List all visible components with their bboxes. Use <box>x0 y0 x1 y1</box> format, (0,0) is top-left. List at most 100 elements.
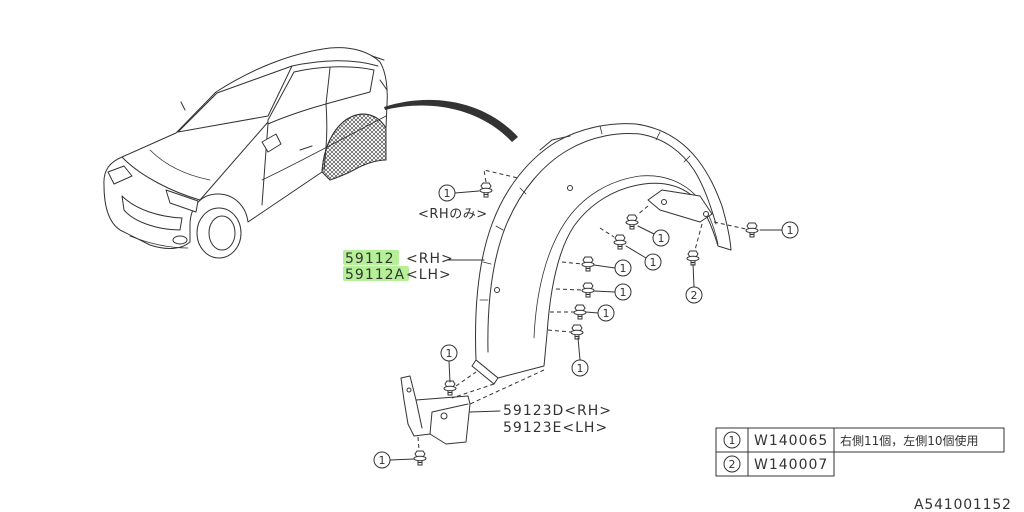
install-line <box>561 261 583 265</box>
legend-part-number: W140065 <box>754 433 828 449</box>
fastener-legend-table: 1 W140065 右側11個，左側10個使用 2 W140007 <box>715 427 1005 477</box>
bracket-bend-lines <box>415 399 469 435</box>
install-line <box>636 205 649 216</box>
bolt-icon <box>413 450 427 466</box>
side-mirror <box>261 133 282 153</box>
callout-circle <box>614 283 632 301</box>
callout-circle <box>373 451 391 469</box>
leader-line <box>454 190 480 194</box>
rh-only-note: <RHのみ> <box>418 207 488 222</box>
hood-front-edge <box>121 156 201 201</box>
wiper <box>180 101 186 111</box>
install-line <box>713 221 747 230</box>
callout-circle <box>652 229 670 247</box>
leader-line <box>625 245 647 259</box>
callout-circle <box>614 259 632 277</box>
fender-liner-outline <box>475 123 732 379</box>
front-grille <box>121 195 183 231</box>
side-character-line <box>261 115 387 181</box>
legend-callout-circle <box>723 431 741 449</box>
callout-number: 1 <box>603 307 610 320</box>
legend-ref: 1 <box>729 434 736 447</box>
taillight <box>379 79 388 91</box>
bolt-icon <box>581 282 595 298</box>
bracket-hole <box>406 387 412 393</box>
rear-door-edge <box>323 103 328 171</box>
leader-line <box>637 225 655 235</box>
callout-circle <box>685 286 703 304</box>
legend-part-number: W140007 <box>754 457 828 473</box>
callout-number: 1 <box>658 232 665 245</box>
callout-circle <box>781 221 799 239</box>
rear-spoiler <box>371 55 385 61</box>
callout-circle <box>438 184 456 202</box>
leader-line <box>593 264 616 269</box>
liner-rh-side: <RH> <box>406 251 454 267</box>
callout-1: 1 <box>614 259 632 277</box>
callout-1: 1 <box>373 451 391 469</box>
rear-wheel-well-highlight <box>321 113 387 181</box>
callout-number: 2 <box>691 289 698 302</box>
callout-circle <box>571 359 589 377</box>
installation-dashed-lines <box>417 169 747 451</box>
liner-lh-part-number: 59112A <box>345 267 405 283</box>
callout-number: 1 <box>650 256 657 269</box>
part-number-highlight <box>343 266 409 281</box>
fog-light <box>172 235 188 245</box>
callout-1: 1 <box>614 283 632 301</box>
bolt-icon <box>581 256 595 272</box>
callout-number: 1 <box>379 454 386 467</box>
bracket-outline <box>400 375 471 445</box>
fender-liner <box>471 123 732 385</box>
callout-leader-lines <box>389 190 783 461</box>
install-line <box>694 223 703 251</box>
bolt-icon <box>479 182 493 198</box>
mud-guard-bracket <box>400 375 471 445</box>
leader-line <box>692 263 695 288</box>
legend-column-dividers <box>747 427 835 477</box>
front-wheel-rim <box>208 215 236 251</box>
callout-1: 1 <box>781 221 799 239</box>
diagram-id: A541001152 <box>914 497 1012 512</box>
install-line <box>451 383 495 399</box>
leader-line <box>577 337 581 361</box>
callout-1: 1 <box>571 359 589 377</box>
callout-2: 2 <box>685 286 703 304</box>
bolt-icon <box>686 250 700 266</box>
liner-mounting-hole <box>661 199 667 205</box>
legend-callout-circle <box>723 455 741 473</box>
leader-line <box>389 458 415 461</box>
liner-lh-side: <LH> <box>406 267 452 283</box>
liner-mounting-hole <box>567 185 573 191</box>
install-line <box>483 169 519 183</box>
callout-1: 1 <box>644 253 662 271</box>
bolt-icon <box>443 380 457 396</box>
legend-row-2 <box>715 451 835 477</box>
hood-crease <box>149 149 211 181</box>
install-line <box>455 371 477 387</box>
callout-number: 1 <box>444 187 451 200</box>
bolt-icon <box>745 222 759 238</box>
legend-ref: 2 <box>729 458 736 471</box>
callout-1: 1 <box>597 304 615 322</box>
callout-number: 1 <box>620 262 627 275</box>
vehicle-illustration <box>103 47 388 259</box>
callout-number: 1 <box>787 224 794 237</box>
install-line <box>555 288 583 291</box>
callout-number: 1 <box>620 286 627 299</box>
install-line <box>547 329 572 333</box>
bolt-icon <box>625 214 639 230</box>
install-line <box>599 227 615 238</box>
callout-circle <box>440 344 458 362</box>
legend-usage-note: 右側11個，左側10個使用 <box>840 433 979 448</box>
liner-rear-flap <box>647 189 713 223</box>
front-door-edge <box>261 123 269 206</box>
side-window <box>267 66 375 125</box>
bolt-icon <box>573 304 587 320</box>
liner-mounting-hole <box>494 287 500 293</box>
callout-circle <box>644 253 662 271</box>
callout-circle <box>597 304 615 322</box>
liner-mounting-hole <box>703 211 709 217</box>
bolt-icon <box>613 234 627 250</box>
